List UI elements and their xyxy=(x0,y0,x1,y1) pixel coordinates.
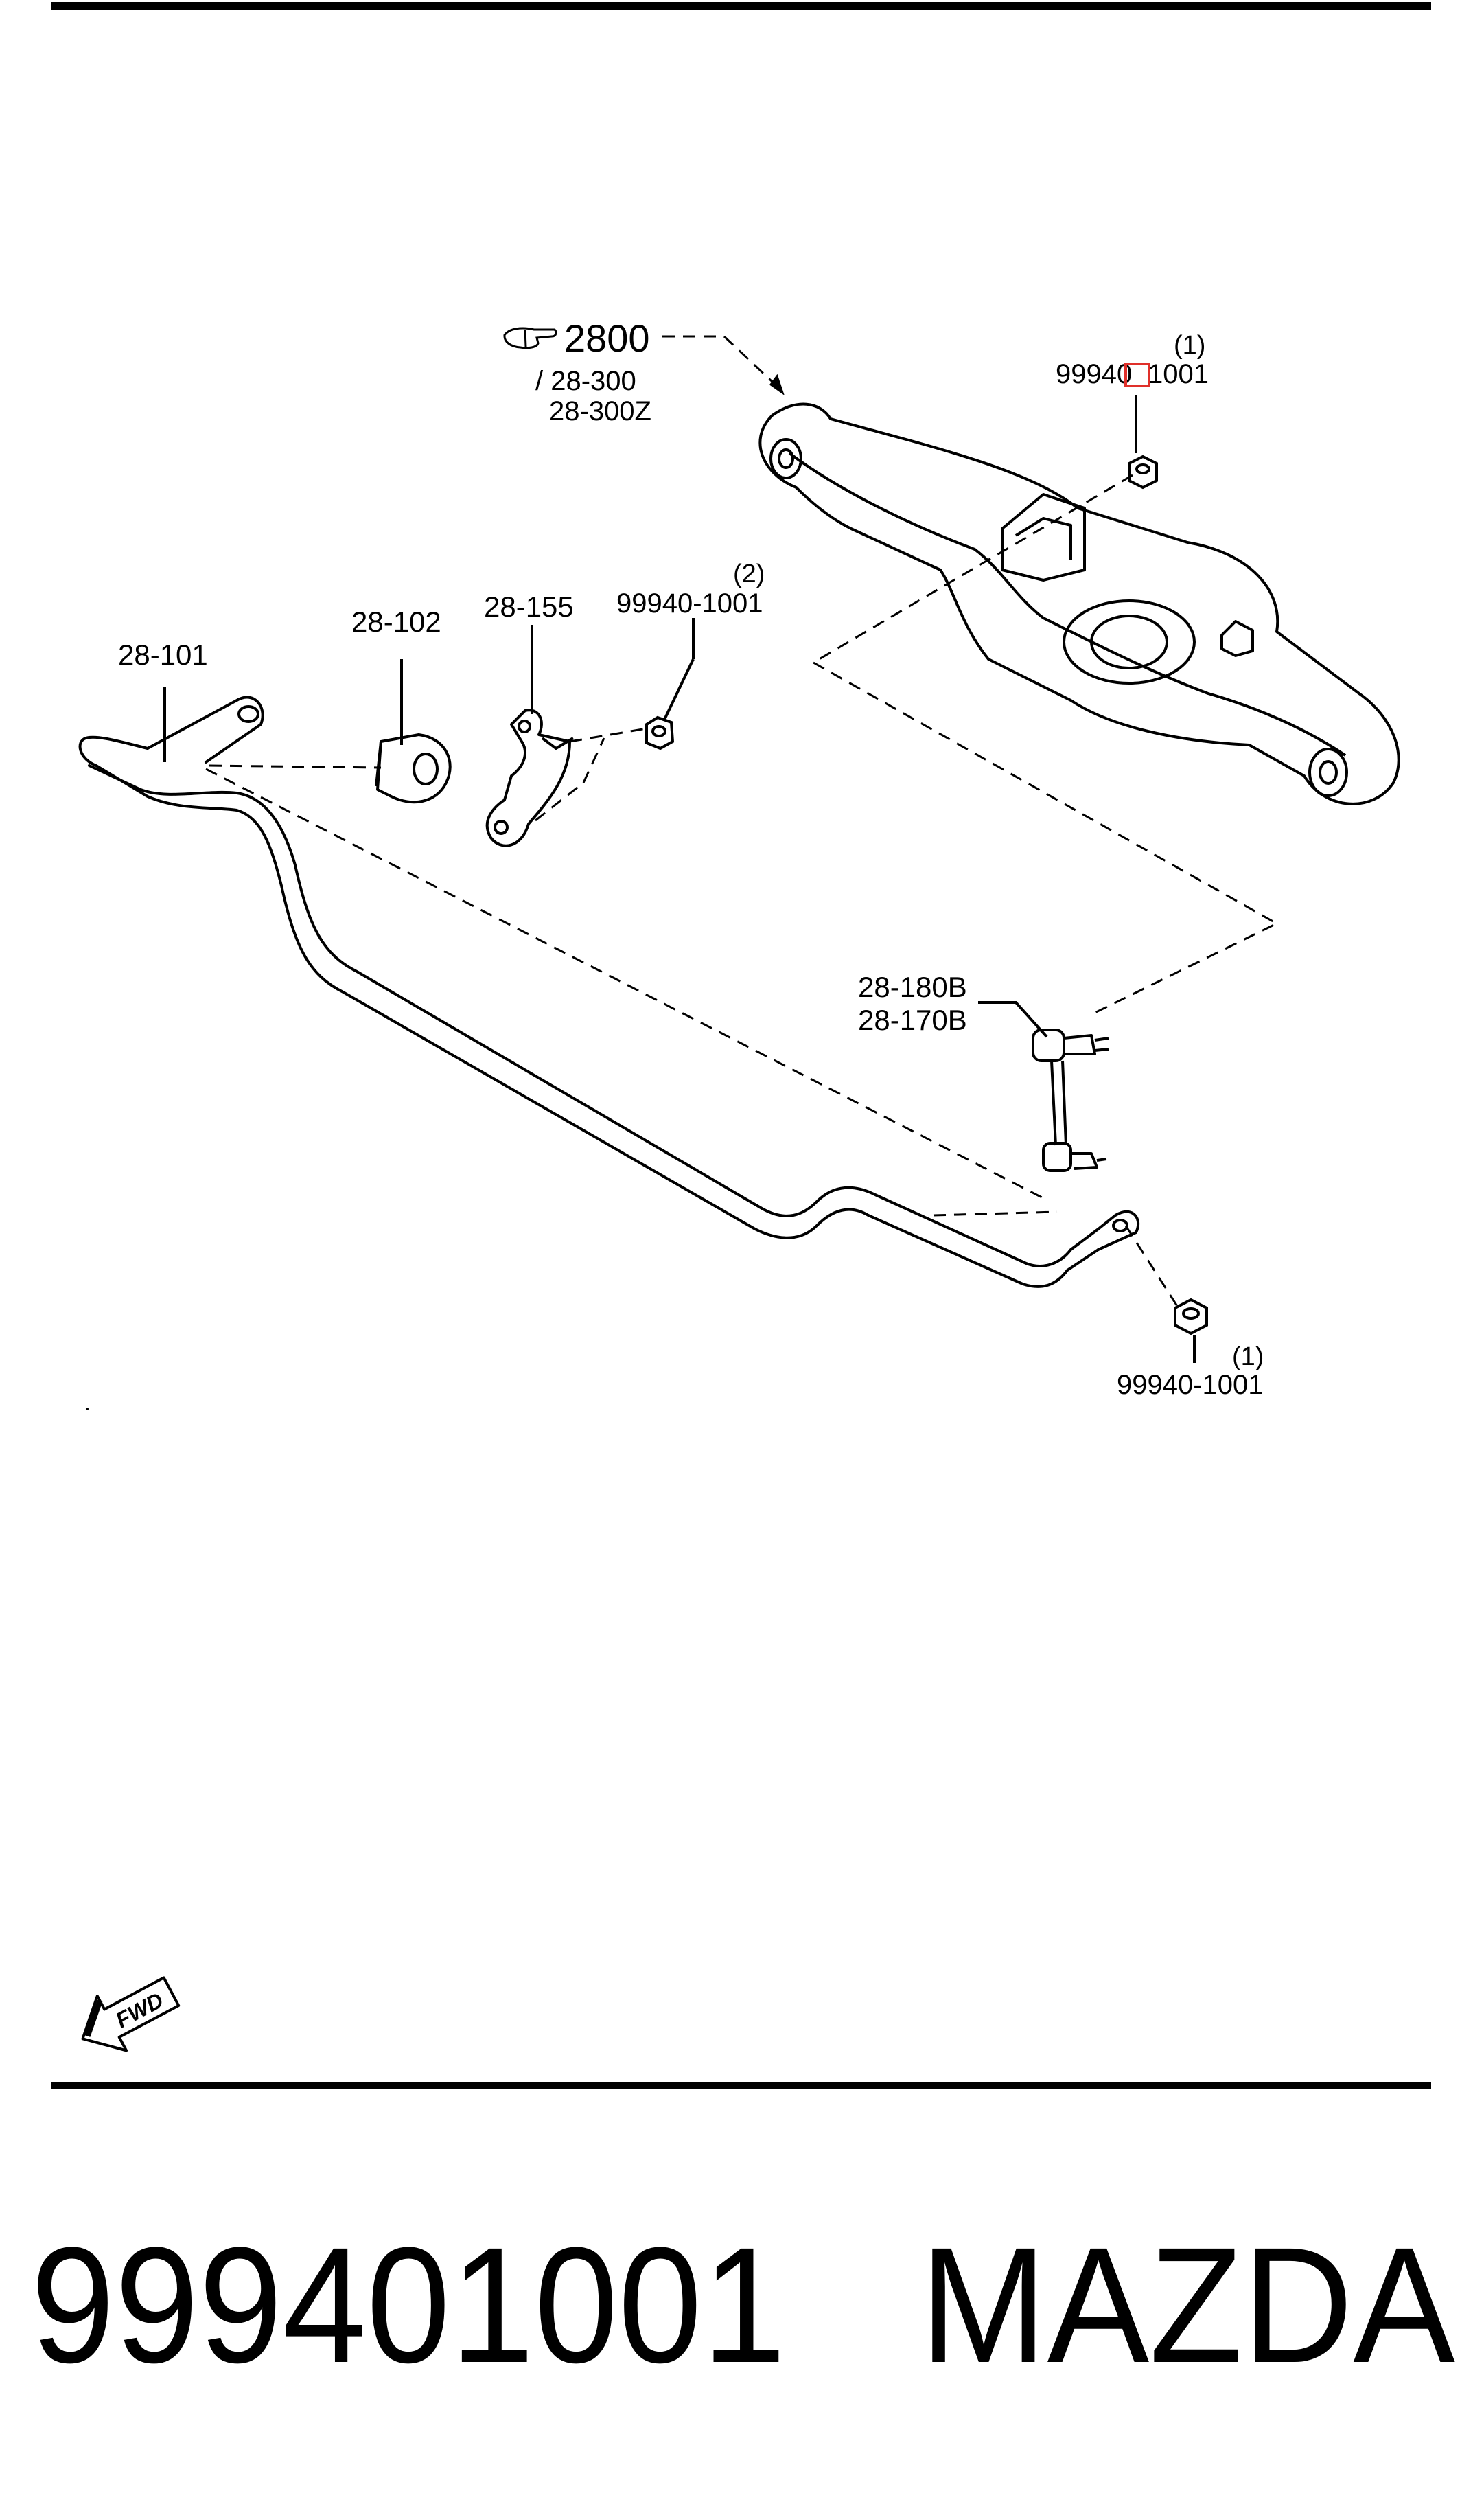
footer-part-number: 999401001 xyxy=(31,2213,786,2397)
callout-ref-sub1: / 28-300 xyxy=(535,366,636,396)
highlight-box xyxy=(1124,363,1150,387)
callout-nut-bottom-qty: (1) xyxy=(1232,1342,1264,1371)
stray-dot xyxy=(86,1408,89,1410)
flange-nut-top xyxy=(1128,455,1158,490)
fwd-arrow-icon: FWD xyxy=(81,1976,181,2052)
flange-nut-mid xyxy=(645,715,675,750)
arm-front-bushing xyxy=(769,438,802,479)
arm-rear-bushing xyxy=(1308,748,1348,797)
footer-brand: MAZDA xyxy=(920,2213,1455,2397)
bar-left-end-eye xyxy=(146,696,264,764)
spring-seat xyxy=(1063,599,1196,685)
callout-nut-top-part-suffix: 1001 xyxy=(1148,359,1209,389)
stabilizer-link xyxy=(1032,1029,1109,1172)
callout-bushing: 28-102 xyxy=(351,606,441,638)
callout-nut-mid-qty: (2) xyxy=(733,560,765,588)
pointing-hand-icon xyxy=(503,327,557,349)
callout-link-a: 28-180B xyxy=(858,971,967,1003)
assembly-dashed-lines xyxy=(205,335,1279,1312)
lower-control-arm xyxy=(758,402,1400,805)
callout-nut-mid-part: 99940-1001 xyxy=(616,588,763,619)
callout-nut-bottom-part: 99940-1001 xyxy=(1117,1370,1264,1400)
callout-bracket: 28-155 xyxy=(484,590,574,623)
bar-right-end-eye xyxy=(1097,1210,1140,1251)
stabilizer-bracket xyxy=(485,709,575,847)
stabilizer-bar xyxy=(78,696,1140,1288)
callout-bar: 28-101 xyxy=(118,639,208,671)
leader-lines xyxy=(163,395,1196,1363)
callout-link-b: 28-170B xyxy=(858,1004,967,1036)
callout-nut-top-part-prefix: 99940 xyxy=(1056,359,1132,389)
callout-nut-top-qty: (1) xyxy=(1174,331,1205,360)
callout-ref-sub2: 28-300Z xyxy=(549,396,651,426)
flange-nut-bottom xyxy=(1174,1298,1208,1335)
stabilizer-bushing xyxy=(375,733,452,804)
callout-ref-main: 2800 xyxy=(564,317,650,360)
reference-arrowhead xyxy=(769,374,785,395)
